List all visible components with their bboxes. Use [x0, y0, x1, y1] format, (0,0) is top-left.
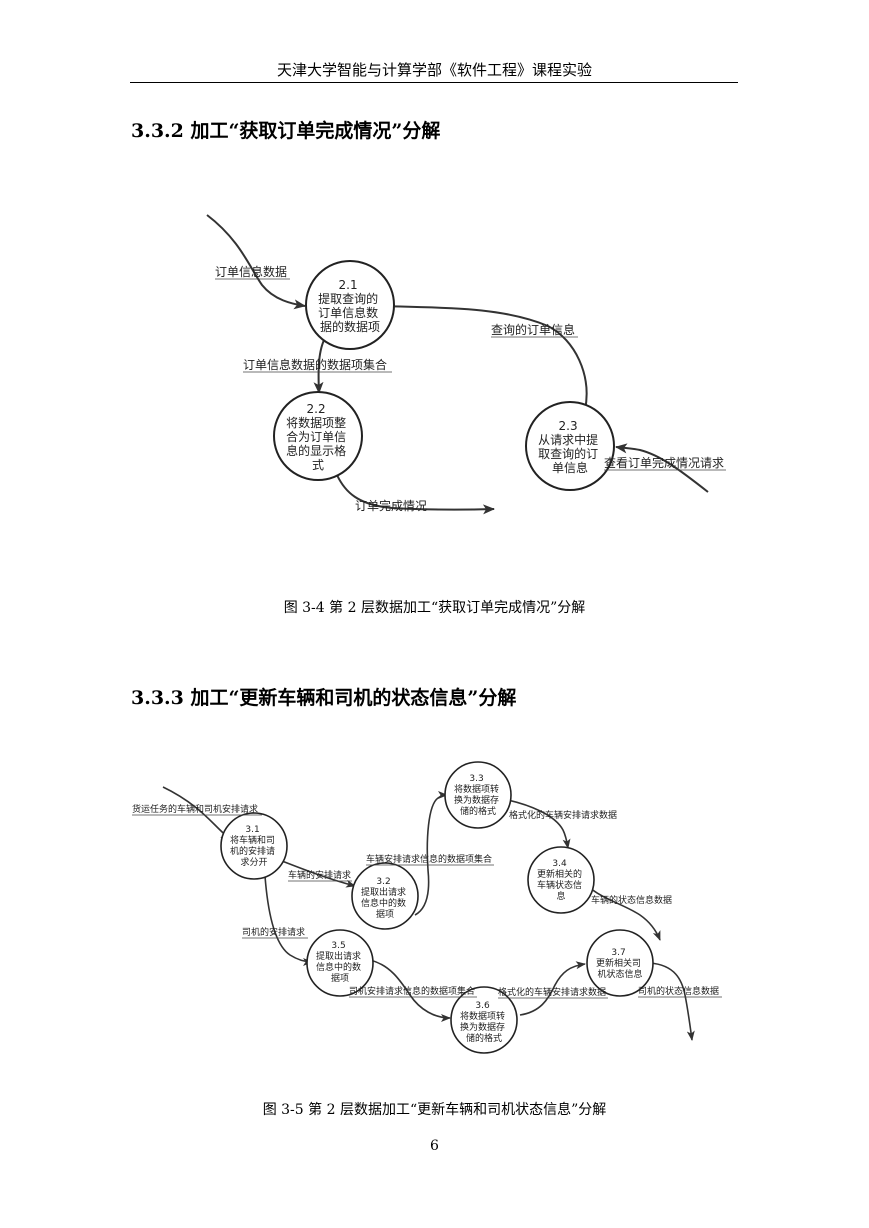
flow-label-driver-status: 司机的状态信息数据 [638, 985, 719, 997]
process-circle-3-7 [586, 929, 654, 997]
node-label-3-2: 3.2 提取出请求 信息中的数 据项 [361, 877, 409, 920]
node-label-3-3: 3.3 将数据项转 换为数据存 储的格式 [454, 774, 502, 817]
running-header: 天津大学智能与计算学部《软件工程》课程实验 [276, 61, 592, 79]
flow-label-view-request: 查看订单完成情况请求 [604, 455, 724, 470]
node-label-3-5: 3.5 提取出请求 信息中的数 据项 [316, 941, 364, 984]
section-heading-3-3-2: 3.3.2 加工“获取订单完成情况”分解 [131, 120, 441, 142]
flow-label-queried-order: 查询的订单信息 [491, 322, 575, 337]
flow-label-driver-items: 司机安排请求信息的数据项集合 [349, 985, 475, 997]
header-rule [130, 82, 738, 83]
process-circle-3-5 [306, 929, 374, 997]
flow-label-vehicle-items: 车辆安排请求信息的数据项集合 [366, 853, 492, 865]
flow-label-vehicle-status: 车辆的状态信息数据 [591, 894, 672, 906]
node-label-2-2: 2.2 将数据项整 合为订单信 息的显示格 式 [286, 402, 350, 472]
flow-arrow [615, 443, 709, 493]
flow-arrow [507, 799, 571, 849]
process-circle-2-3 [525, 401, 615, 491]
flow-arrow [649, 962, 695, 1041]
process-circle-2-2 [273, 391, 363, 481]
section-heading-3-3-3: 3.3.3 加工“更新车辆和司机的状态信息”分解 [131, 687, 517, 709]
flow-label-vehicle-request: 车辆的安排请求 [288, 869, 351, 881]
flow-arrow [519, 961, 586, 1016]
flow-label-formatted-vehicle: 格式化的车辆安排请求数据 [509, 809, 617, 821]
flow-label-order-items: 订单信息数据的数据项集合 [243, 357, 387, 372]
process-circle-3-4 [527, 846, 595, 914]
flow-label-dispatch-request: 货运任务的车辆和司机安排请求 [132, 803, 258, 815]
process-circle-2-1 [305, 260, 395, 350]
flow-label-order-info: 订单信息数据 [215, 264, 287, 279]
node-label-3-4: 3.4 更新相关的 车辆状态信 息 [537, 859, 585, 902]
process-circle-3-2 [351, 862, 419, 930]
page-number: 6 [430, 1138, 439, 1154]
node-label-3-6: 3.6 将数据项转 换为数据存 储的格式 [460, 1001, 508, 1044]
node-label-2-3: 2.3 从请求中提 取查询的订 单信息 [538, 419, 602, 475]
process-circle-3-3 [444, 761, 512, 829]
flow-label-driver-request: 司机的安排请求 [242, 926, 305, 938]
process-circle-3-1 [220, 812, 288, 880]
figure-caption-3-4: 图 3-4 第 2 层数据加工“获取订单完成情况”分解 [283, 600, 586, 616]
diagram-3-4 [206, 214, 709, 515]
diagram-3-5-nodes [220, 761, 654, 1054]
diagram-3-4-nodes [273, 260, 615, 491]
flow-arrow [589, 887, 661, 941]
flow-arrow [414, 791, 448, 916]
diagram-3-5 [162, 786, 695, 1041]
node-label-3-7: 3.7 更新相关司 机状态信息 [596, 948, 644, 980]
flow-arrow [281, 860, 356, 888]
flow-arrow [381, 301, 588, 411]
flow-label-order-status: 订单完成情况 [355, 498, 427, 513]
process-circle-3-6 [450, 986, 518, 1054]
node-label-2-1: 2.1 提取查询的 订单信息数 据的数据项 [318, 278, 382, 334]
flow-label-formatted-driver: 格式化的车辆安排请求数据 [498, 986, 606, 998]
flow-arrow [369, 959, 451, 1022]
flow-arrow [206, 214, 306, 310]
flow-arrow [264, 875, 313, 966]
figure-caption-3-5: 图 3-5 第 2 层数据加工“更新车辆和司机状态信息”分解 [262, 1102, 607, 1118]
node-label-3-1: 3.1 将车辆和司 机的安排请 求分开 [230, 825, 278, 868]
flow-arrow [336, 474, 495, 515]
